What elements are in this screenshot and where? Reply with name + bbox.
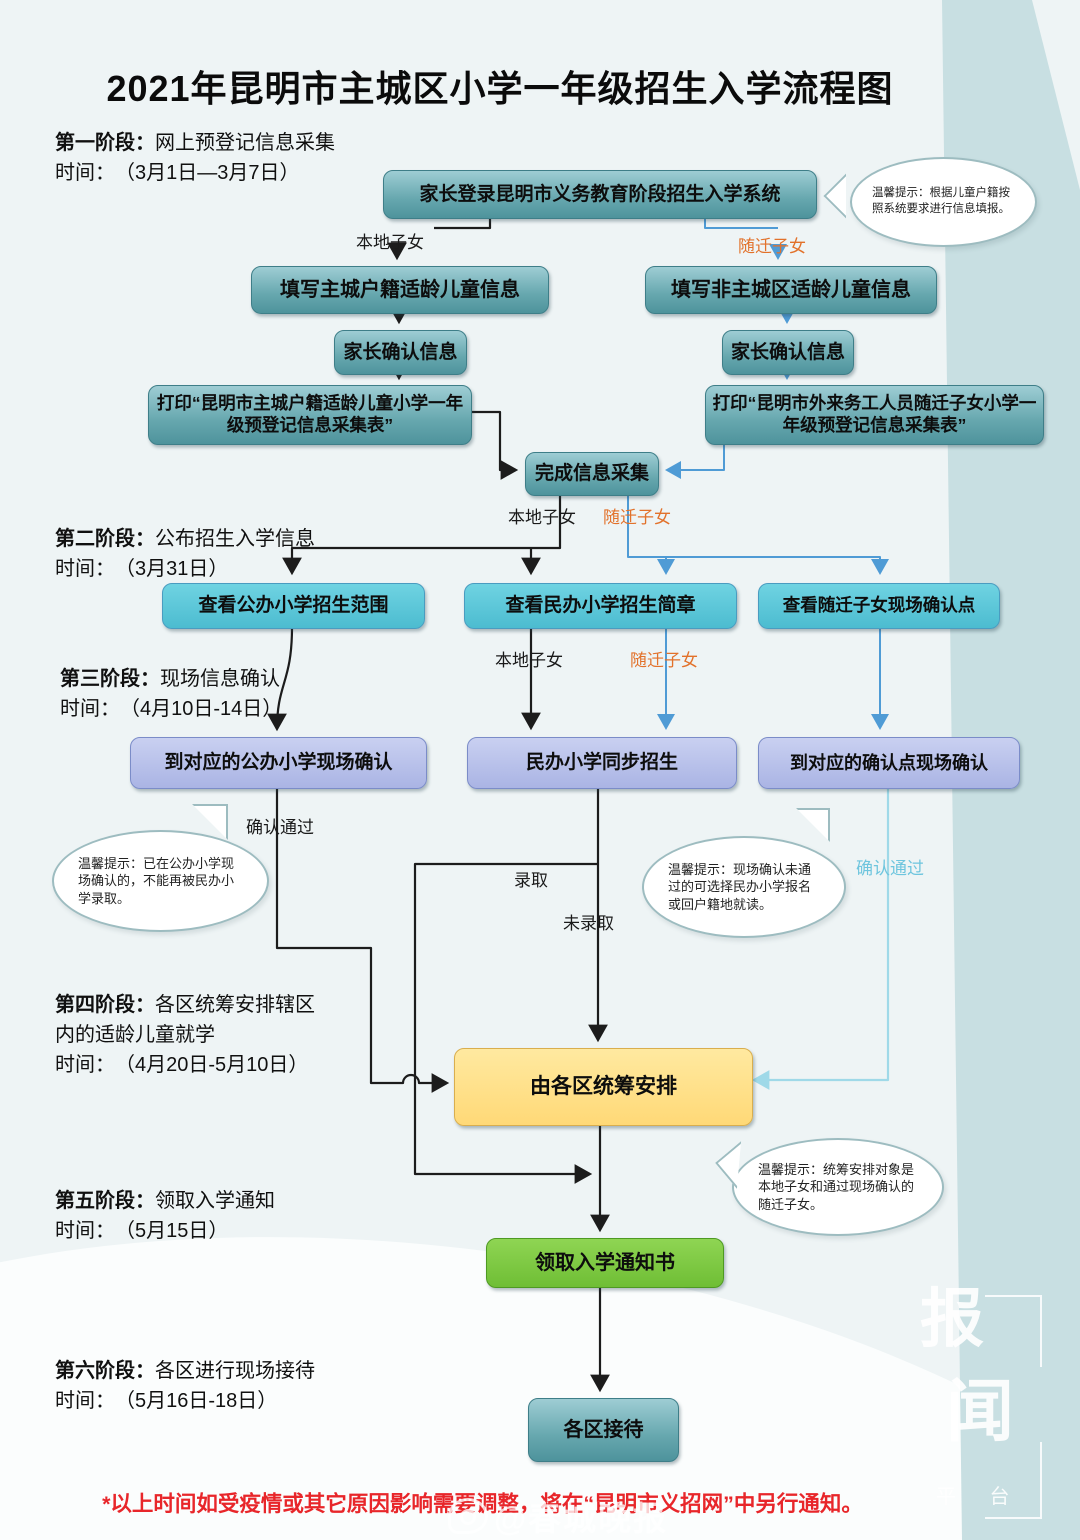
stage-5-time: 时间： （5月15日） xyxy=(55,1220,229,1242)
node-onsite-public-confirm: 到对应的公办小学现场确认 xyxy=(130,737,427,789)
weibo-watermark: @春城晚报 xyxy=(448,1492,668,1540)
stage-4-desc: 各区统筹安排辖区 xyxy=(155,994,315,1016)
brand-watermark-char-top: 报 xyxy=(920,1283,984,1355)
stage-2-time: 时间： （3月31日） xyxy=(55,558,229,580)
edge-label-pass-left: 确认通过 xyxy=(246,818,314,837)
node-onsite-point-confirm: 到对应的确认点现场确认 xyxy=(758,737,1020,789)
stage-3-time: 时间： （4月10日-14日） xyxy=(60,698,283,720)
edge-label-local-1: 本地子女 xyxy=(356,233,424,252)
tip-4-text: 温馨提示：统筹安排对象是本地子女和通过现场确认的随迁子女。 xyxy=(758,1161,915,1212)
node-get-admission-notice: 领取入学通知书 xyxy=(486,1238,724,1288)
watermark-bracket-bottom xyxy=(985,1442,1042,1519)
stage-3-label: 第三阶段：现场信息确认 时间： （4月10日-14日） xyxy=(60,664,460,724)
tip-2-text: 温馨提示：已在公办小学现场确认的，不能再被民办小学录取。 xyxy=(78,855,235,906)
stage-6-prefix: 第六阶段： xyxy=(55,1360,155,1382)
node-district-overall-arrange: 由各区统筹安排 xyxy=(454,1048,753,1126)
node-print-migrant-form: 打印“昆明市外来务工人员随迁子女小学一年级预登记信息采集表” xyxy=(705,385,1044,445)
stage-4-desc2: 内的适龄儿童就学 xyxy=(55,1024,215,1046)
stage-1-prefix: 第一阶段： xyxy=(55,132,155,154)
node-parent-confirm-nonlocal: 家长确认信息 xyxy=(722,330,854,375)
tip-bubble-4: 温馨提示：统筹安排对象是本地子女和通过现场确认的随迁子女。 xyxy=(732,1138,944,1236)
node-parent-confirm-local: 家长确认信息 xyxy=(334,330,467,375)
weibo-icon xyxy=(448,1498,488,1534)
weibo-handle: @春城晚报 xyxy=(494,1500,669,1537)
tip-bubble-3: 温馨提示：现场确认未通过的可选择民办小学报名或回户籍地就读。 xyxy=(642,836,846,938)
edge-label-local-3: 本地子女 xyxy=(495,651,563,670)
stage-5-prefix: 第五阶段： xyxy=(55,1190,155,1212)
node-district-reception: 各区接待 xyxy=(528,1398,679,1462)
node-fill-local-info: 填写主城户籍适龄儿童信息 xyxy=(251,266,549,314)
tip-bubble-1: 温馨提示：根据儿童户籍按照系统要求进行信息填报。 xyxy=(850,157,1037,247)
stage-3-prefix: 第三阶段： xyxy=(60,668,160,690)
node-view-private-brochure: 查看民办小学招生简章 xyxy=(464,583,737,629)
page-title: 2021年昆明市主城区小学一年级招生入学流程图 xyxy=(106,68,894,109)
edge-label-not-admitted: 未录取 xyxy=(563,914,614,933)
node-view-public-scope: 查看公办小学招生范围 xyxy=(162,583,425,629)
tip-1-text: 温馨提示：根据儿童户籍按照系统要求进行信息填报。 xyxy=(872,187,1010,215)
node-fill-nonlocal-info: 填写非主城区适龄儿童信息 xyxy=(645,266,937,314)
edge-label-migrant-3: 随迁子女 xyxy=(630,651,698,670)
stage-1-desc: 网上预登记信息采集 xyxy=(155,132,335,154)
stage-1-label: 第一阶段：网上预登记信息采集 时间： （3月1日—3月7日） xyxy=(55,128,455,188)
node-complete-collection: 完成信息采集 xyxy=(525,452,659,496)
stage-4-prefix: 第四阶段： xyxy=(55,994,155,1016)
edge-label-pass-right: 确认通过 xyxy=(856,859,924,878)
node-print-local-form: 打印“昆明市主城户籍适龄儿童小学一年级预登记信息采集表” xyxy=(148,385,472,445)
stage-5-desc: 领取入学通知 xyxy=(155,1190,275,1212)
stage-6-desc: 各区进行现场接待 xyxy=(155,1360,315,1382)
stage-2-desc: 公布招生入学信息 xyxy=(155,528,315,550)
brand-watermark-small: 平 台 xyxy=(936,1486,1024,1508)
stage-3-desc: 现场信息确认 xyxy=(160,668,280,690)
stage-4-time: 时间： （4月20日-5月10日） xyxy=(55,1054,309,1076)
stage-5-label: 第五阶段：领取入学通知 时间： （5月15日） xyxy=(55,1186,455,1246)
node-view-migrant-points: 查看随迁子女现场确认点 xyxy=(758,583,1000,629)
brand-watermark-char-bottom: 闻 xyxy=(946,1374,1015,1450)
stage-1-time: 时间： （3月1日—3月7日） xyxy=(55,162,300,184)
tip-3-text: 温馨提示：现场确认未通过的可选择民办小学报名或回户籍地就读。 xyxy=(668,861,812,912)
tip-bubble-2: 温馨提示：已在公办小学现场确认的，不能再被民办小学录取。 xyxy=(52,830,269,932)
stage-6-label: 第六阶段：各区进行现场接待 时间： （5月16日-18日） xyxy=(55,1356,455,1416)
edge-label-local-2: 本地子女 xyxy=(508,508,576,527)
stage-4-label: 第四阶段：各区统筹安排辖区 内的适龄儿童就学 时间： （4月20日-5月10日） xyxy=(55,990,455,1080)
stage-2-label: 第二阶段：公布招生入学信息 时间： （3月31日） xyxy=(55,524,455,584)
watermark-bracket-top xyxy=(985,1295,1042,1367)
node-private-sync-enroll: 民办小学同步招生 xyxy=(467,737,737,789)
edge-label-admitted: 录取 xyxy=(514,871,548,890)
stage-2-prefix: 第二阶段： xyxy=(55,528,155,550)
edge-label-migrant-1: 随迁子女 xyxy=(738,237,806,256)
edge-label-migrant-2: 随迁子女 xyxy=(603,508,671,527)
node-login-system: 家长登录昆明市义务教育阶段招生入学系统 xyxy=(383,170,817,219)
stage-6-time: 时间： （5月16日-18日） xyxy=(55,1390,278,1412)
